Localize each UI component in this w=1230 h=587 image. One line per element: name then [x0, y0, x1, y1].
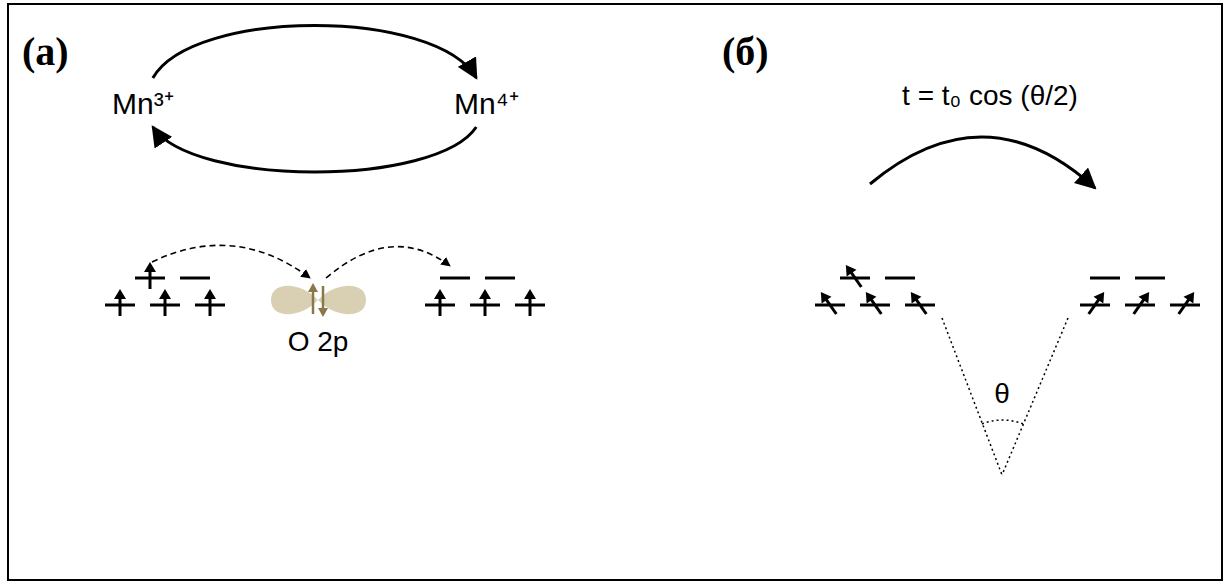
- level-part: [439, 297, 442, 316]
- spin-arrow: [816, 288, 841, 317]
- energy-levels: [105, 261, 1200, 317]
- level-part: [529, 297, 532, 316]
- transfer-arrow: [153, 127, 476, 172]
- level-part: [114, 289, 126, 299]
- level-part: [861, 288, 877, 303]
- orbital-level: [860, 288, 890, 317]
- level-part: [144, 262, 156, 272]
- orbital-label: O 2p: [288, 326, 349, 358]
- level-part: [1135, 277, 1165, 280]
- orbital-level: [1135, 278, 1165, 279]
- orbital-level: [470, 289, 500, 316]
- orbital-level: [515, 289, 545, 316]
- orbital-level: [1170, 288, 1200, 317]
- level-part: [159, 289, 171, 299]
- ion-node: Mn⁴⁺: [450, 80, 523, 125]
- spin-arrow: [524, 289, 536, 316]
- level-part: [434, 289, 446, 299]
- spin-arrow: [204, 289, 216, 316]
- level-part: [180, 277, 210, 280]
- spin-arrow: [479, 289, 491, 316]
- level-part: [1090, 277, 1120, 280]
- o2p-electrons: [308, 283, 328, 317]
- orbital-level: [105, 289, 135, 316]
- spin-axis: [942, 318, 1002, 475]
- ion-label: Mn⁴⁺: [454, 82, 519, 123]
- orbital-level: [885, 278, 915, 279]
- ion-label: Mn³⁺: [112, 82, 174, 123]
- angle-label: θ: [994, 378, 1010, 410]
- hopping-formula: t = t₀ cos (θ/2): [902, 80, 1078, 112]
- spin-axis: [1002, 318, 1068, 475]
- spin-arrow: [1129, 288, 1154, 317]
- o2p-orbital: [271, 286, 366, 315]
- frame: [8, 4, 1222, 580]
- level-part: [1089, 298, 1100, 314]
- level-part: [149, 270, 152, 289]
- spin-arrow: [861, 288, 886, 317]
- orbital-level: [840, 261, 870, 290]
- level-part: [204, 289, 216, 299]
- level-part: [485, 277, 515, 280]
- spin-arrow: [906, 288, 931, 317]
- hopping-arrow: [870, 137, 1095, 188]
- level-part: [209, 297, 212, 316]
- orbital-level: [135, 262, 165, 289]
- level-part: [1094, 288, 1110, 303]
- ion-node: Mn³⁺: [108, 80, 178, 125]
- level-part: [870, 298, 881, 314]
- level-part: [164, 297, 167, 316]
- spin-arrow: [114, 289, 126, 316]
- level-part: [850, 271, 861, 287]
- orbital-level: [195, 289, 225, 316]
- level-part: [119, 297, 122, 316]
- spin-arrow: [1084, 288, 1109, 317]
- level-part: [1184, 288, 1200, 303]
- level-part: [440, 277, 470, 280]
- level-part: [484, 297, 487, 316]
- orbital-level: [1090, 278, 1120, 279]
- level-part: [1179, 298, 1190, 314]
- spin-arrow: [434, 289, 446, 316]
- level-part: [825, 298, 836, 314]
- panel-label: (a): [22, 28, 69, 75]
- level-part: [816, 288, 832, 303]
- level-part: [915, 298, 926, 314]
- orbital-level: [815, 288, 845, 317]
- level-part: [1139, 288, 1155, 303]
- orbital-level: [425, 289, 455, 316]
- orbital-level: [180, 278, 210, 279]
- dashed-hop: [152, 245, 310, 278]
- orbital-level: [440, 278, 470, 279]
- spin-arrow: [1174, 288, 1199, 317]
- angle-arc: [982, 420, 1023, 424]
- level-part: [841, 261, 857, 276]
- level-part: [524, 289, 536, 299]
- orbital-level: [1125, 288, 1155, 317]
- spin-arrow: [841, 261, 866, 290]
- spin-arrow: [144, 262, 156, 289]
- orbital-level: [905, 288, 935, 317]
- level-part: [1134, 298, 1145, 314]
- spin-arrow: [159, 289, 171, 316]
- transfer-arrow: [153, 26, 476, 79]
- orbital-level: [485, 278, 515, 279]
- dashed-hop: [326, 247, 450, 278]
- level-part: [479, 289, 491, 299]
- level-part: [906, 288, 922, 303]
- level-part: [885, 277, 915, 280]
- orbital-level: [150, 289, 180, 316]
- orbital-level: [1080, 288, 1110, 317]
- panel-label: (б): [722, 28, 769, 75]
